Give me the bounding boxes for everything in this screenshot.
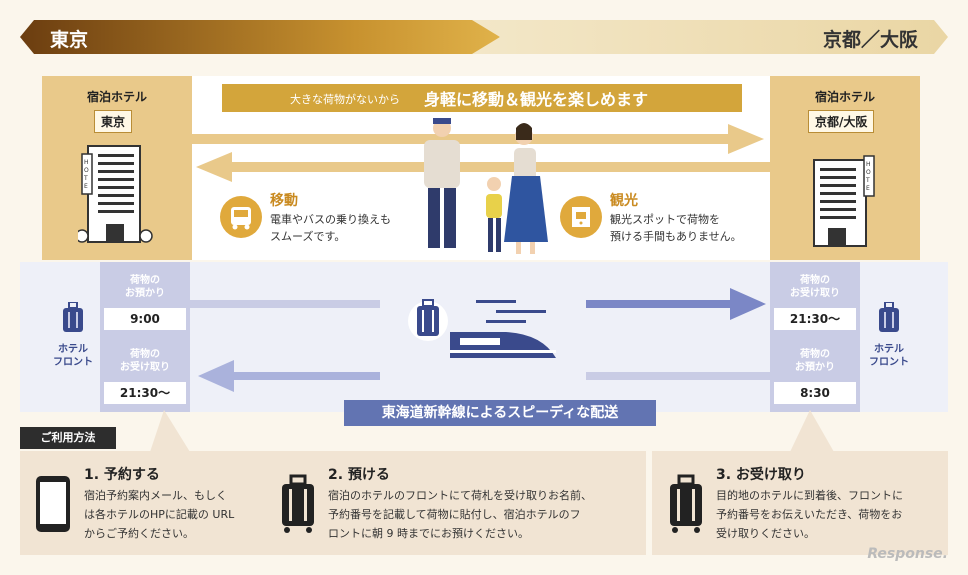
hotel-building-icon: H O T E	[813, 155, 875, 247]
destination-hotel: 宿泊ホテル 京都/大阪 H O T E	[770, 76, 920, 260]
tagline-small: 大きな荷物がないから	[290, 93, 400, 106]
move-text-line1: 電車やバスの乗り換えも	[270, 213, 391, 226]
svg-text:E: E	[84, 183, 88, 190]
origin-banner	[20, 20, 500, 54]
pickup-time: 21:30〜	[774, 308, 856, 330]
hotel-city: 東京	[94, 110, 133, 133]
origin-hotel: 宿泊ホテル 東京 H O T E	[42, 76, 192, 260]
move-title: 移動	[270, 193, 298, 209]
tagline-bar	[222, 84, 742, 112]
svg-text:T: T	[865, 177, 870, 184]
sightseeing-text-line1: 観光スポットで荷物を	[610, 213, 720, 226]
pickup-label: 荷物の お受け取り	[120, 349, 170, 373]
suitcase-icon	[282, 474, 314, 533]
svg-text:T: T	[83, 175, 88, 182]
step-reserve-text: 宿泊予約案内メール、もしく は各ホテルのHPに記載の URL からご予約ください…	[84, 489, 235, 540]
pointer-left	[150, 410, 190, 452]
step-pickup-text: 目的地のホテルに到着後、フロントに 予約番号をお伝えいただき、荷物をお 受け取り…	[716, 489, 903, 540]
destination-label: 京都／大阪	[822, 29, 918, 51]
arrow-left-shaft	[228, 162, 770, 172]
suitcase-icon	[670, 474, 702, 533]
hotel-front-label: ホテル フロント	[53, 344, 93, 368]
step-pickup-title: 3. お受け取り	[716, 467, 806, 483]
svg-text:H: H	[866, 161, 871, 168]
arrow-left-head	[196, 152, 232, 182]
pickup-time: 21:30〜	[104, 382, 186, 404]
locker-icon	[560, 196, 602, 238]
svg-text:E: E	[866, 185, 870, 192]
hotel-city: 京都/大阪	[808, 110, 875, 133]
delivery-arrows	[190, 288, 770, 392]
tagline-big: 身軽に移動＆観光を楽しめます	[424, 90, 649, 109]
luggage-icon	[408, 299, 448, 341]
shinkansen-delivery-label: 東海道新幹線によるスピーディな配送	[344, 400, 656, 426]
svg-text:O: O	[866, 169, 871, 176]
family-illustration	[424, 118, 548, 254]
step-dropoff-text: 宿泊のホテルのフロントにて荷札を受け取りお名前、 予約番号を記載して荷物に貼付し…	[328, 489, 592, 540]
svg-text:O: O	[84, 167, 89, 174]
suitcase-icon	[879, 302, 899, 332]
hotel-front-label: ホテル フロント	[869, 344, 909, 368]
hotel-title: 宿泊ホテル	[86, 90, 147, 104]
usage-divider	[646, 451, 652, 555]
dropoff-label: 荷物の お預かり	[125, 275, 165, 299]
bus-icon	[220, 196, 262, 238]
dropoff-label: 荷物の お預かり	[795, 349, 835, 373]
smartphone-icon	[36, 476, 70, 532]
step-dropoff-title: 2. 預ける	[328, 467, 390, 483]
hotel-building-icon: H O T E	[78, 145, 153, 243]
step-reserve-title: 1. 予約する	[84, 467, 160, 483]
usage-panel	[20, 451, 948, 555]
arrow-right-head	[728, 124, 764, 154]
pickup-label: 荷物の お受け取り	[790, 275, 840, 299]
svg-text:H: H	[84, 159, 89, 166]
arrow-right-shaft	[192, 134, 732, 144]
shinkansen-icon	[450, 300, 556, 358]
route-header: 東京 京都／大阪	[20, 20, 948, 54]
origin-flow-column: 荷物の お預かり 9:00 荷物の お受け取り 21:30〜	[100, 262, 190, 412]
suitcase-icon	[63, 302, 83, 332]
origin-label: 東京	[50, 29, 89, 51]
usage-tag: ご利用方法	[20, 427, 116, 449]
hotel-title: 宿泊ホテル	[814, 90, 875, 104]
dropoff-time: 9:00	[104, 308, 186, 330]
move-text-line2: スムーズです。	[270, 230, 346, 243]
destination-banner	[472, 20, 948, 54]
sightseeing-text-line2: 預ける手間もありません。	[610, 230, 742, 243]
watermark: Response.	[867, 546, 948, 562]
sightseeing-title: 観光	[610, 193, 638, 209]
destination-flow-column: 荷物の お受け取り 21:30〜 荷物の お預かり 8:30	[770, 262, 860, 412]
pointer-right	[790, 410, 834, 452]
dropoff-time: 8:30	[774, 382, 856, 404]
gold-arrows	[192, 124, 770, 182]
